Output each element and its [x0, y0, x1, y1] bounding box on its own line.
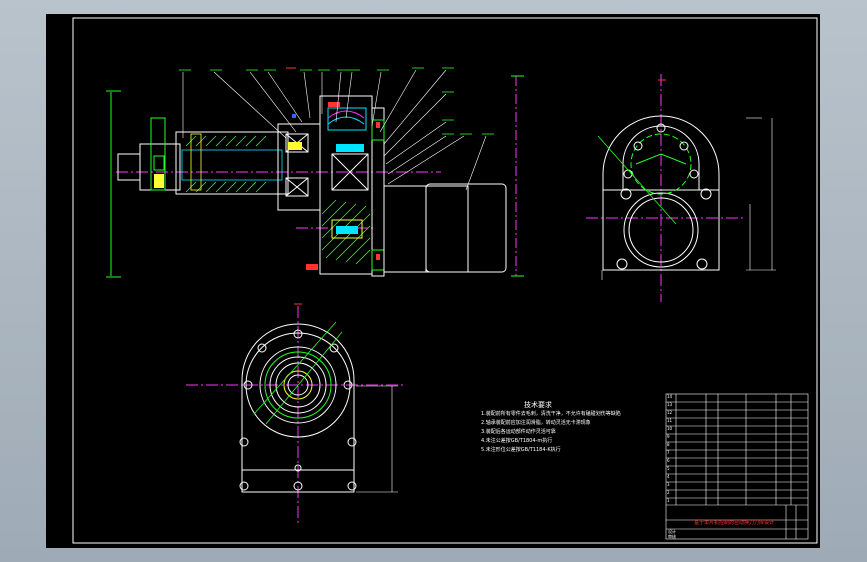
row-number: 6: [667, 458, 670, 463]
end-view: [186, 303, 406, 524]
row-number: 9: [667, 434, 670, 439]
row-number: 8: [667, 442, 670, 447]
row-number: 4: [667, 474, 670, 479]
note-line: 3.装配后各运动部件动作灵活可靠: [481, 429, 556, 435]
side-view: [586, 74, 776, 302]
note-line: 2.轴承装配前应加注润滑脂，转动灵活无卡滞现象: [481, 420, 591, 426]
drawing-sheet: 技术要求 1.装配前所有零件去毛刺，清洗干净，不允许有磕碰划伤等缺陷 2.轴承装…: [46, 14, 820, 548]
note-line: 5.未注形位公差按GB/T1184-K执行: [481, 447, 561, 453]
front-section-view: [106, 67, 524, 278]
row-number: 11: [667, 418, 673, 423]
drawing-border: [72, 17, 818, 544]
row-number: 12: [667, 410, 673, 415]
title-block-title: 基于单片机控制的自动换刀刀库设计: [694, 520, 775, 526]
row-number: 2: [667, 490, 670, 495]
row-number: 7: [667, 450, 670, 455]
cad-drawing: [72, 17, 818, 544]
title-block-design-label: 设计: [668, 529, 676, 534]
title-block-review-label: 审核: [668, 534, 676, 539]
row-number: 1: [667, 498, 670, 503]
row-number: 5: [667, 466, 670, 471]
notes-title: 技术要求: [524, 401, 552, 409]
note-line: 1.装配前所有零件去毛刺，清洗干净，不允许有磕碰划伤等缺陷: [481, 411, 621, 417]
row-number: 13: [667, 402, 673, 407]
row-number: 10: [667, 426, 673, 431]
row-number: 14: [667, 394, 673, 399]
note-line: 4.未注公差按GB/T1804-m执行: [481, 438, 553, 444]
title-block: [665, 393, 809, 540]
row-number: 3: [667, 482, 670, 487]
